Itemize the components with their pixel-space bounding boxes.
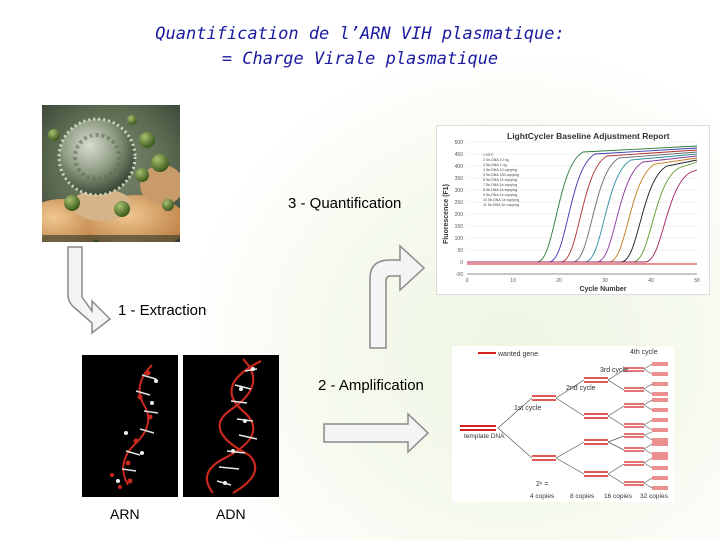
title-line-2: = Charge Virale plasmatique <box>221 49 499 69</box>
svg-text:100: 100 <box>455 236 464 242</box>
pcr-copies-8: 8 copies <box>570 493 595 500</box>
svg-text:8 5e-DNA 1e copy/ng: 8 5e-DNA 1e copy/ng <box>483 188 517 192</box>
pcr-cycle-1: 1st cycle <box>514 405 541 412</box>
arrow-to-amplification <box>323 412 430 454</box>
report-title: LightCycler Baseline Adjustment Report <box>507 131 670 141</box>
pcr-copies-32: 32 copies <box>640 493 669 500</box>
svg-text:5 5e-DNA 100 copy/ng: 5 5e-DNA 100 copy/ng <box>483 173 519 177</box>
pcr-copies-16: 16 copies <box>604 493 633 500</box>
arrow-to-quantification <box>369 244 426 349</box>
svg-text:0: 0 <box>466 278 469 284</box>
svg-text:400: 400 <box>455 164 464 170</box>
svg-text:2 5e-DNA 10 ng: 2 5e-DNA 10 ng <box>483 158 509 162</box>
svg-text:500: 500 <box>455 140 464 146</box>
svg-text:150: 150 <box>455 224 464 230</box>
report-yticks: 500 450 400 350 300 250 200 150 100 50 0… <box>455 140 464 278</box>
pcr-cycle-2: 2nd cycle <box>566 385 596 392</box>
step-quantification-label: 3 - Quantification <box>288 195 402 212</box>
report-legend: 1 NTC 2 5e-DNA 10 ng 3 5e-DNA 1 ng 4 5e-… <box>483 153 519 207</box>
svg-text:0: 0 <box>460 260 463 266</box>
svg-text:11 5e-DNA 1e copy/ng: 11 5e-DNA 1e copy/ng <box>483 203 519 207</box>
svg-text:7 5e-DNA 1e copy/ng: 7 5e-DNA 1e copy/ng <box>483 183 517 187</box>
pcr-copies-4: 4 copies <box>530 493 555 500</box>
arn-label: ARN <box>110 506 140 522</box>
svg-text:9 5e-DNA 1e copy/ng: 9 5e-DNA 1e copy/ng <box>483 193 517 197</box>
svg-text:300: 300 <box>455 188 464 194</box>
svg-text:30: 30 <box>602 278 608 284</box>
svg-text:-50: -50 <box>456 272 463 278</box>
step-extraction-label: 1 - Extraction <box>118 302 207 319</box>
pcr-cycle-4: 4th cycle <box>630 349 658 356</box>
svg-text:6 5e-DNA 1e copy/ng: 6 5e-DNA 1e copy/ng <box>483 178 517 182</box>
svg-text:3 5e-DNA 1 ng: 3 5e-DNA 1 ng <box>483 163 507 167</box>
svg-text:250: 250 <box>455 200 464 206</box>
pcr-formula: 2ⁿ = <box>536 481 548 488</box>
svg-text:450: 450 <box>455 152 464 158</box>
pcr-wanted-gene: wanted gene <box>497 351 538 358</box>
svg-text:10: 10 <box>510 278 516 284</box>
svg-text:10 5e-DNA 1e copy/ng: 10 5e-DNA 1e copy/ng <box>483 198 519 202</box>
arn-molecule-image <box>82 355 178 497</box>
pcr-diagram: wanted gene template DNA <box>452 346 674 502</box>
pcr-cycle-3: 3rd cycle <box>600 367 628 374</box>
step-amplification-label: 2 - Amplification <box>318 377 424 394</box>
title-line-1: Quantification de l’ARN VIH plasmatique: <box>155 24 565 44</box>
adn-molecule-image <box>183 355 279 497</box>
svg-text:20: 20 <box>556 278 562 284</box>
lightcycler-report: LightCycler Baseline Adjustment Report F… <box>436 125 710 295</box>
report-xticks: 0 10 20 30 40 50 <box>466 278 700 284</box>
page-title: Quantification de l’ARN VIH plasmatique:… <box>0 22 720 72</box>
adn-label: ADN <box>216 506 246 522</box>
virus-image <box>42 105 180 242</box>
svg-text:350: 350 <box>455 176 464 182</box>
report-xlabel: Cycle Number <box>579 286 626 293</box>
svg-text:40: 40 <box>648 278 654 284</box>
svg-text:1 NTC: 1 NTC <box>483 153 494 157</box>
report-ylabel: Fluorescence (F1) <box>443 184 450 244</box>
svg-text:50: 50 <box>457 248 463 254</box>
svg-text:50: 50 <box>694 278 700 284</box>
amplification-curves <box>467 145 698 265</box>
pcr-template-dna: template DNA <box>464 433 505 440</box>
svg-text:200: 200 <box>455 212 464 218</box>
svg-text:4 5e-DNA 10 copy/ng: 4 5e-DNA 10 copy/ng <box>483 168 517 172</box>
arrow-to-extraction <box>67 246 112 335</box>
